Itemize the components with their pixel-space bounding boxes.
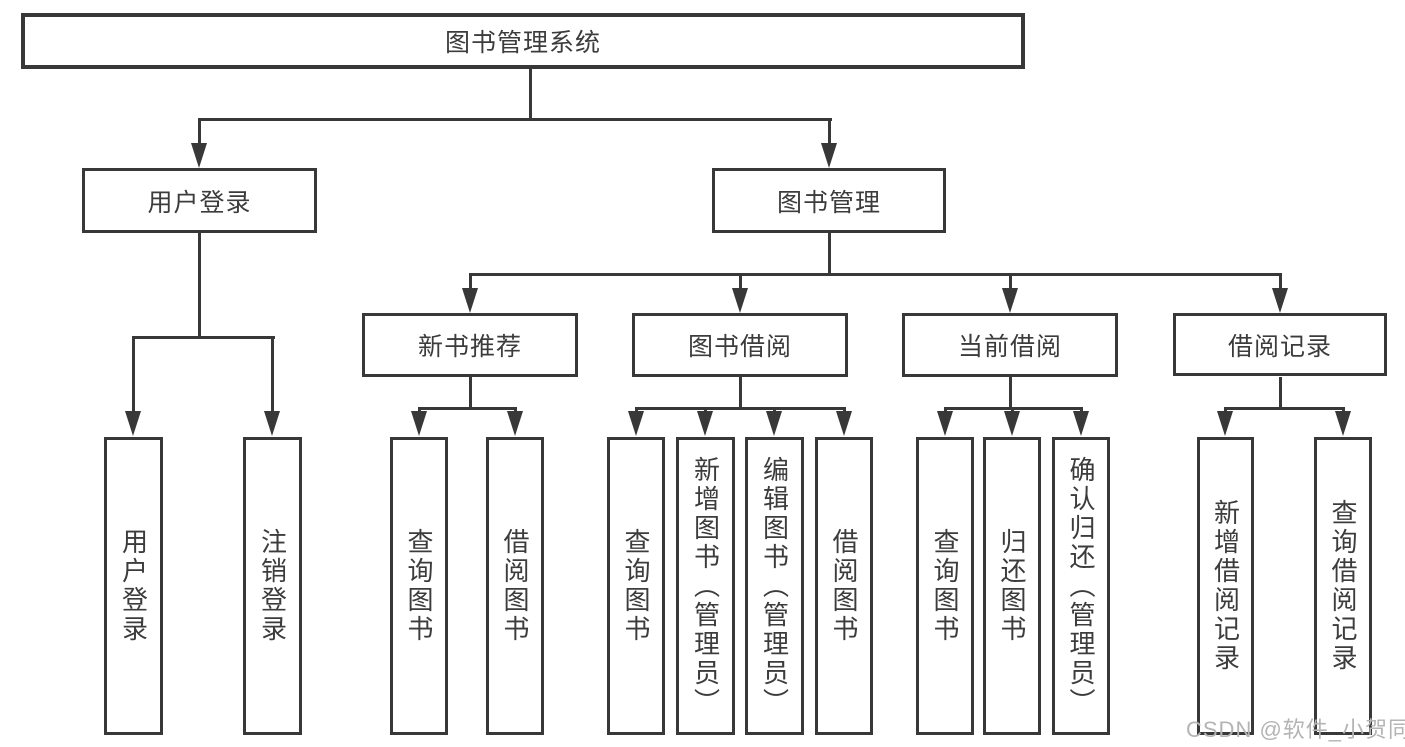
arrow-down-icon — [628, 411, 644, 436]
connector-line — [469, 377, 472, 409]
arrow-down-icon — [732, 288, 748, 313]
node-library-management-system: 图书管理系统 — [21, 13, 1025, 69]
arrow-down-icon — [1217, 411, 1233, 436]
arrow-down-icon — [462, 288, 478, 313]
connector-line — [1342, 407, 1345, 414]
connector-line — [739, 273, 742, 291]
connector-line — [132, 336, 135, 414]
arrow-down-icon — [1002, 288, 1018, 313]
leaf-confirm-return-admin: 确认归还（管理员） — [1052, 437, 1110, 735]
connector-line — [828, 233, 831, 275]
connector-line — [132, 336, 275, 339]
connector-line — [635, 407, 638, 414]
leaf-add-book-admin: 新增图书（管理员） — [676, 437, 735, 735]
arrow-down-icon — [1004, 411, 1020, 436]
connector-line — [1279, 377, 1282, 409]
connector-line — [635, 407, 845, 410]
connector-line — [1279, 273, 1282, 291]
leaf-query-books-recommend: 查询图书 — [390, 437, 448, 735]
arrow-down-icon — [1073, 411, 1089, 436]
arrow-down-icon — [836, 411, 852, 436]
connector-line — [418, 407, 517, 410]
connector-line — [944, 407, 947, 414]
leaf-edit-book-admin: 编辑图书（管理员） — [745, 437, 804, 735]
arrow-down-icon — [1272, 288, 1288, 313]
arrow-down-icon — [821, 143, 837, 168]
connector-root-stub — [529, 69, 532, 121]
arrow-down-icon — [507, 411, 523, 436]
arrow-down-icon — [937, 411, 953, 436]
connector-level2-hline — [469, 273, 1281, 276]
connector-level1-hline — [198, 118, 832, 121]
node-current-borrow: 当前借阅 — [902, 313, 1118, 377]
connector-line — [773, 407, 776, 414]
leaf-add-borrow-record: 新增借阅记录 — [1197, 437, 1254, 735]
connector-line — [1009, 377, 1012, 409]
node-book-management: 图书管理 — [712, 168, 946, 233]
leaf-query-books-current: 查询图书 — [916, 437, 974, 735]
arrow-down-icon — [697, 411, 713, 436]
leaf-borrow-books: 借阅图书 — [815, 437, 873, 735]
leaf-borrow-books-recommend: 借阅图书 — [486, 437, 544, 735]
connector-line — [514, 407, 517, 414]
arrow-down-icon — [766, 411, 782, 436]
connector-line — [1224, 407, 1344, 410]
connector-line — [1009, 273, 1012, 291]
connector-line — [271, 336, 274, 414]
leaf-return-book: 归还图书 — [983, 437, 1041, 735]
connector-line — [828, 118, 831, 146]
connector-line — [1224, 407, 1227, 414]
node-borrow-records: 借阅记录 — [1173, 313, 1387, 376]
arrow-down-icon — [125, 411, 141, 436]
csdn-watermark: CSDN @软件_小贺同学 — [1186, 717, 1405, 742]
connector-line — [1011, 407, 1014, 414]
connector-line — [469, 273, 472, 291]
connector-line — [198, 118, 201, 146]
leaf-user-login: 用户登录 — [104, 437, 163, 735]
leaf-query-books-borrow: 查询图书 — [607, 437, 665, 735]
arrow-down-icon — [411, 411, 427, 436]
arrow-down-icon — [191, 143, 207, 168]
leaf-query-borrow-record: 查询借阅记录 — [1314, 437, 1372, 735]
node-book-borrow: 图书借阅 — [632, 313, 848, 377]
connector-line — [198, 233, 201, 339]
connector-line — [739, 377, 742, 409]
arrow-down-icon — [264, 411, 280, 436]
connector-line — [418, 407, 421, 414]
connector-line — [704, 407, 707, 414]
node-new-book-recommend: 新书推荐 — [362, 313, 578, 377]
connector-line — [843, 407, 846, 414]
leaf-logout: 注销登录 — [243, 437, 302, 735]
node-user-login: 用户登录 — [82, 168, 317, 233]
arrow-down-icon — [1335, 411, 1351, 436]
connector-line — [1080, 407, 1083, 414]
